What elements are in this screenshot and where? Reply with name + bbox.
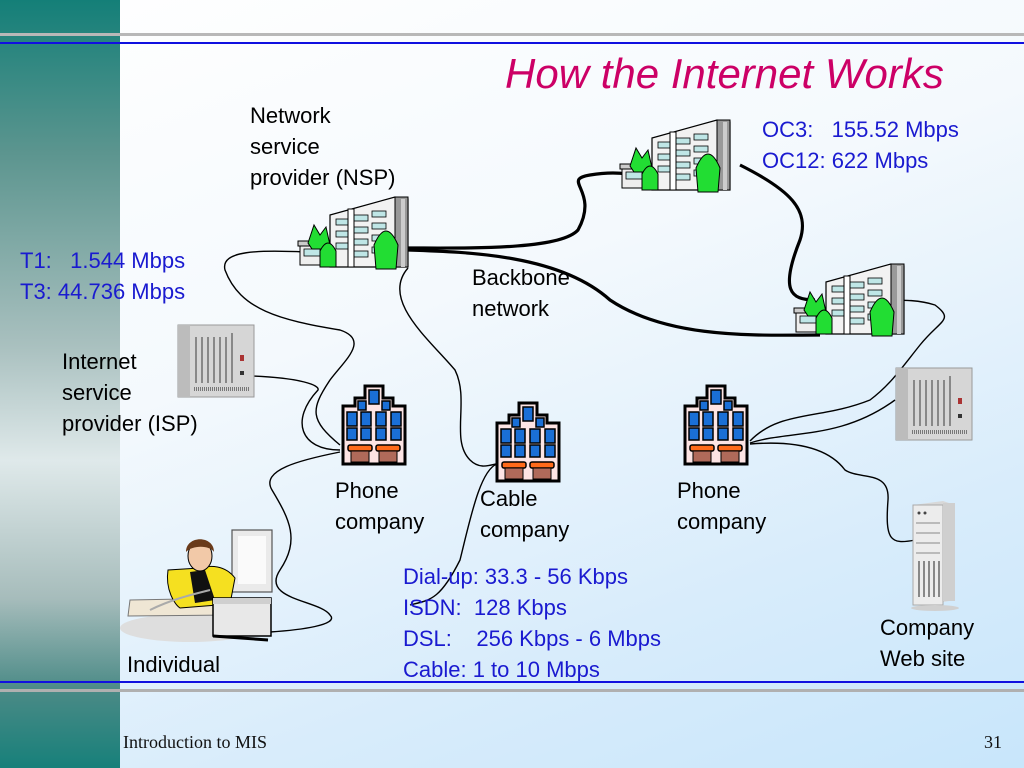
footer-course-title: Introduction to MIS: [123, 732, 267, 752]
nsp-label-line: service: [250, 134, 320, 159]
link-cable-down: [409, 463, 498, 606]
phone-company-building-icon: [341, 384, 407, 466]
access-links: [224, 250, 946, 633]
link-phone2-website: [749, 442, 916, 543]
isp-label-line: Internet: [62, 349, 137, 374]
top-gray-rule: [0, 33, 1024, 36]
t1-speed: T1: 1.544 Mbps: [20, 248, 186, 273]
individual-label: Individual: [127, 649, 220, 680]
phone-company-label: Phone company: [335, 475, 424, 537]
company-website-label-line: Web site: [880, 646, 966, 671]
phone-company-label: Phone company: [677, 475, 766, 537]
cable-company-label-line: Cable: [480, 486, 538, 511]
sidebar-band: [0, 0, 120, 768]
backbone-links: [407, 163, 821, 337]
individual-person-icon: [120, 529, 273, 642]
nsp-label: Network service provider (NSP): [250, 100, 395, 193]
cable-company-building-icon: [495, 401, 561, 483]
cable-company-label: Cable company: [480, 483, 569, 545]
server-rack-icon: [894, 366, 974, 442]
dsl-speed: DSL: 256 Kbps - 6 Mbps: [403, 626, 662, 651]
isdn-speed: ISDN: 128 Kbps: [403, 595, 567, 620]
backbone-label-line: Backbone: [472, 265, 570, 290]
backbone-label-line: network: [472, 296, 550, 321]
link-nsp-cable: [399, 267, 501, 467]
isp-label-line: service: [62, 380, 132, 405]
top-blue-rule: [0, 42, 1024, 44]
phone-company-building-icon: [683, 384, 749, 466]
nsp-building-icon: [297, 196, 409, 270]
backbone-building-top-icon: [619, 119, 731, 193]
link-nsp-phone1: [224, 250, 355, 446]
backbone-link-top-to-right: [739, 163, 816, 302]
slide-title: How the Internet Works: [505, 50, 944, 97]
nsp-label-line: Network: [250, 103, 331, 128]
link-phone1-individual: [269, 451, 341, 633]
phone-company-label-line: company: [335, 509, 425, 534]
isp-label: Internet service provider (ISP): [62, 346, 198, 439]
backbone-link-nsp-to-right: [407, 248, 821, 337]
link-phone2-rack: [749, 399, 896, 444]
backbone-label: Backbone network: [472, 262, 570, 324]
link-phone2-rightbldg: [749, 299, 946, 442]
cable-speed: Cable: 1 to 10 Mbps: [403, 657, 600, 682]
link-isp-phone1: [251, 375, 341, 451]
backbone-building-right-icon: [793, 263, 905, 337]
cable-company-label-line: company: [480, 517, 570, 542]
backbone-link-nsp-to-top: [407, 171, 651, 250]
oc12-speed: OC12: 622 Mbps: [762, 148, 929, 173]
bottom-blue-rule: [0, 681, 1024, 683]
oc3-speed: OC3: 155.52 Mbps: [762, 117, 959, 142]
phone-company-label-line: Phone: [335, 478, 399, 503]
phone-company-label-line: company: [677, 509, 767, 534]
dialup-speed: Dial-up: 33.3 - 56 Kbps: [403, 564, 629, 589]
nsp-label-line: provider (NSP): [250, 165, 396, 190]
isp-label-line: provider (ISP): [62, 411, 198, 436]
page-number: 31: [984, 732, 1002, 752]
t3-speed: T3: 44.736 Mbps: [20, 279, 186, 304]
company-website-label-line: Company: [880, 615, 975, 640]
web-server-icon: [911, 501, 959, 611]
phone-company-label-line: Phone: [677, 478, 741, 503]
bottom-gray-rule: [0, 689, 1024, 692]
individual-label-line: Individual: [127, 652, 220, 677]
